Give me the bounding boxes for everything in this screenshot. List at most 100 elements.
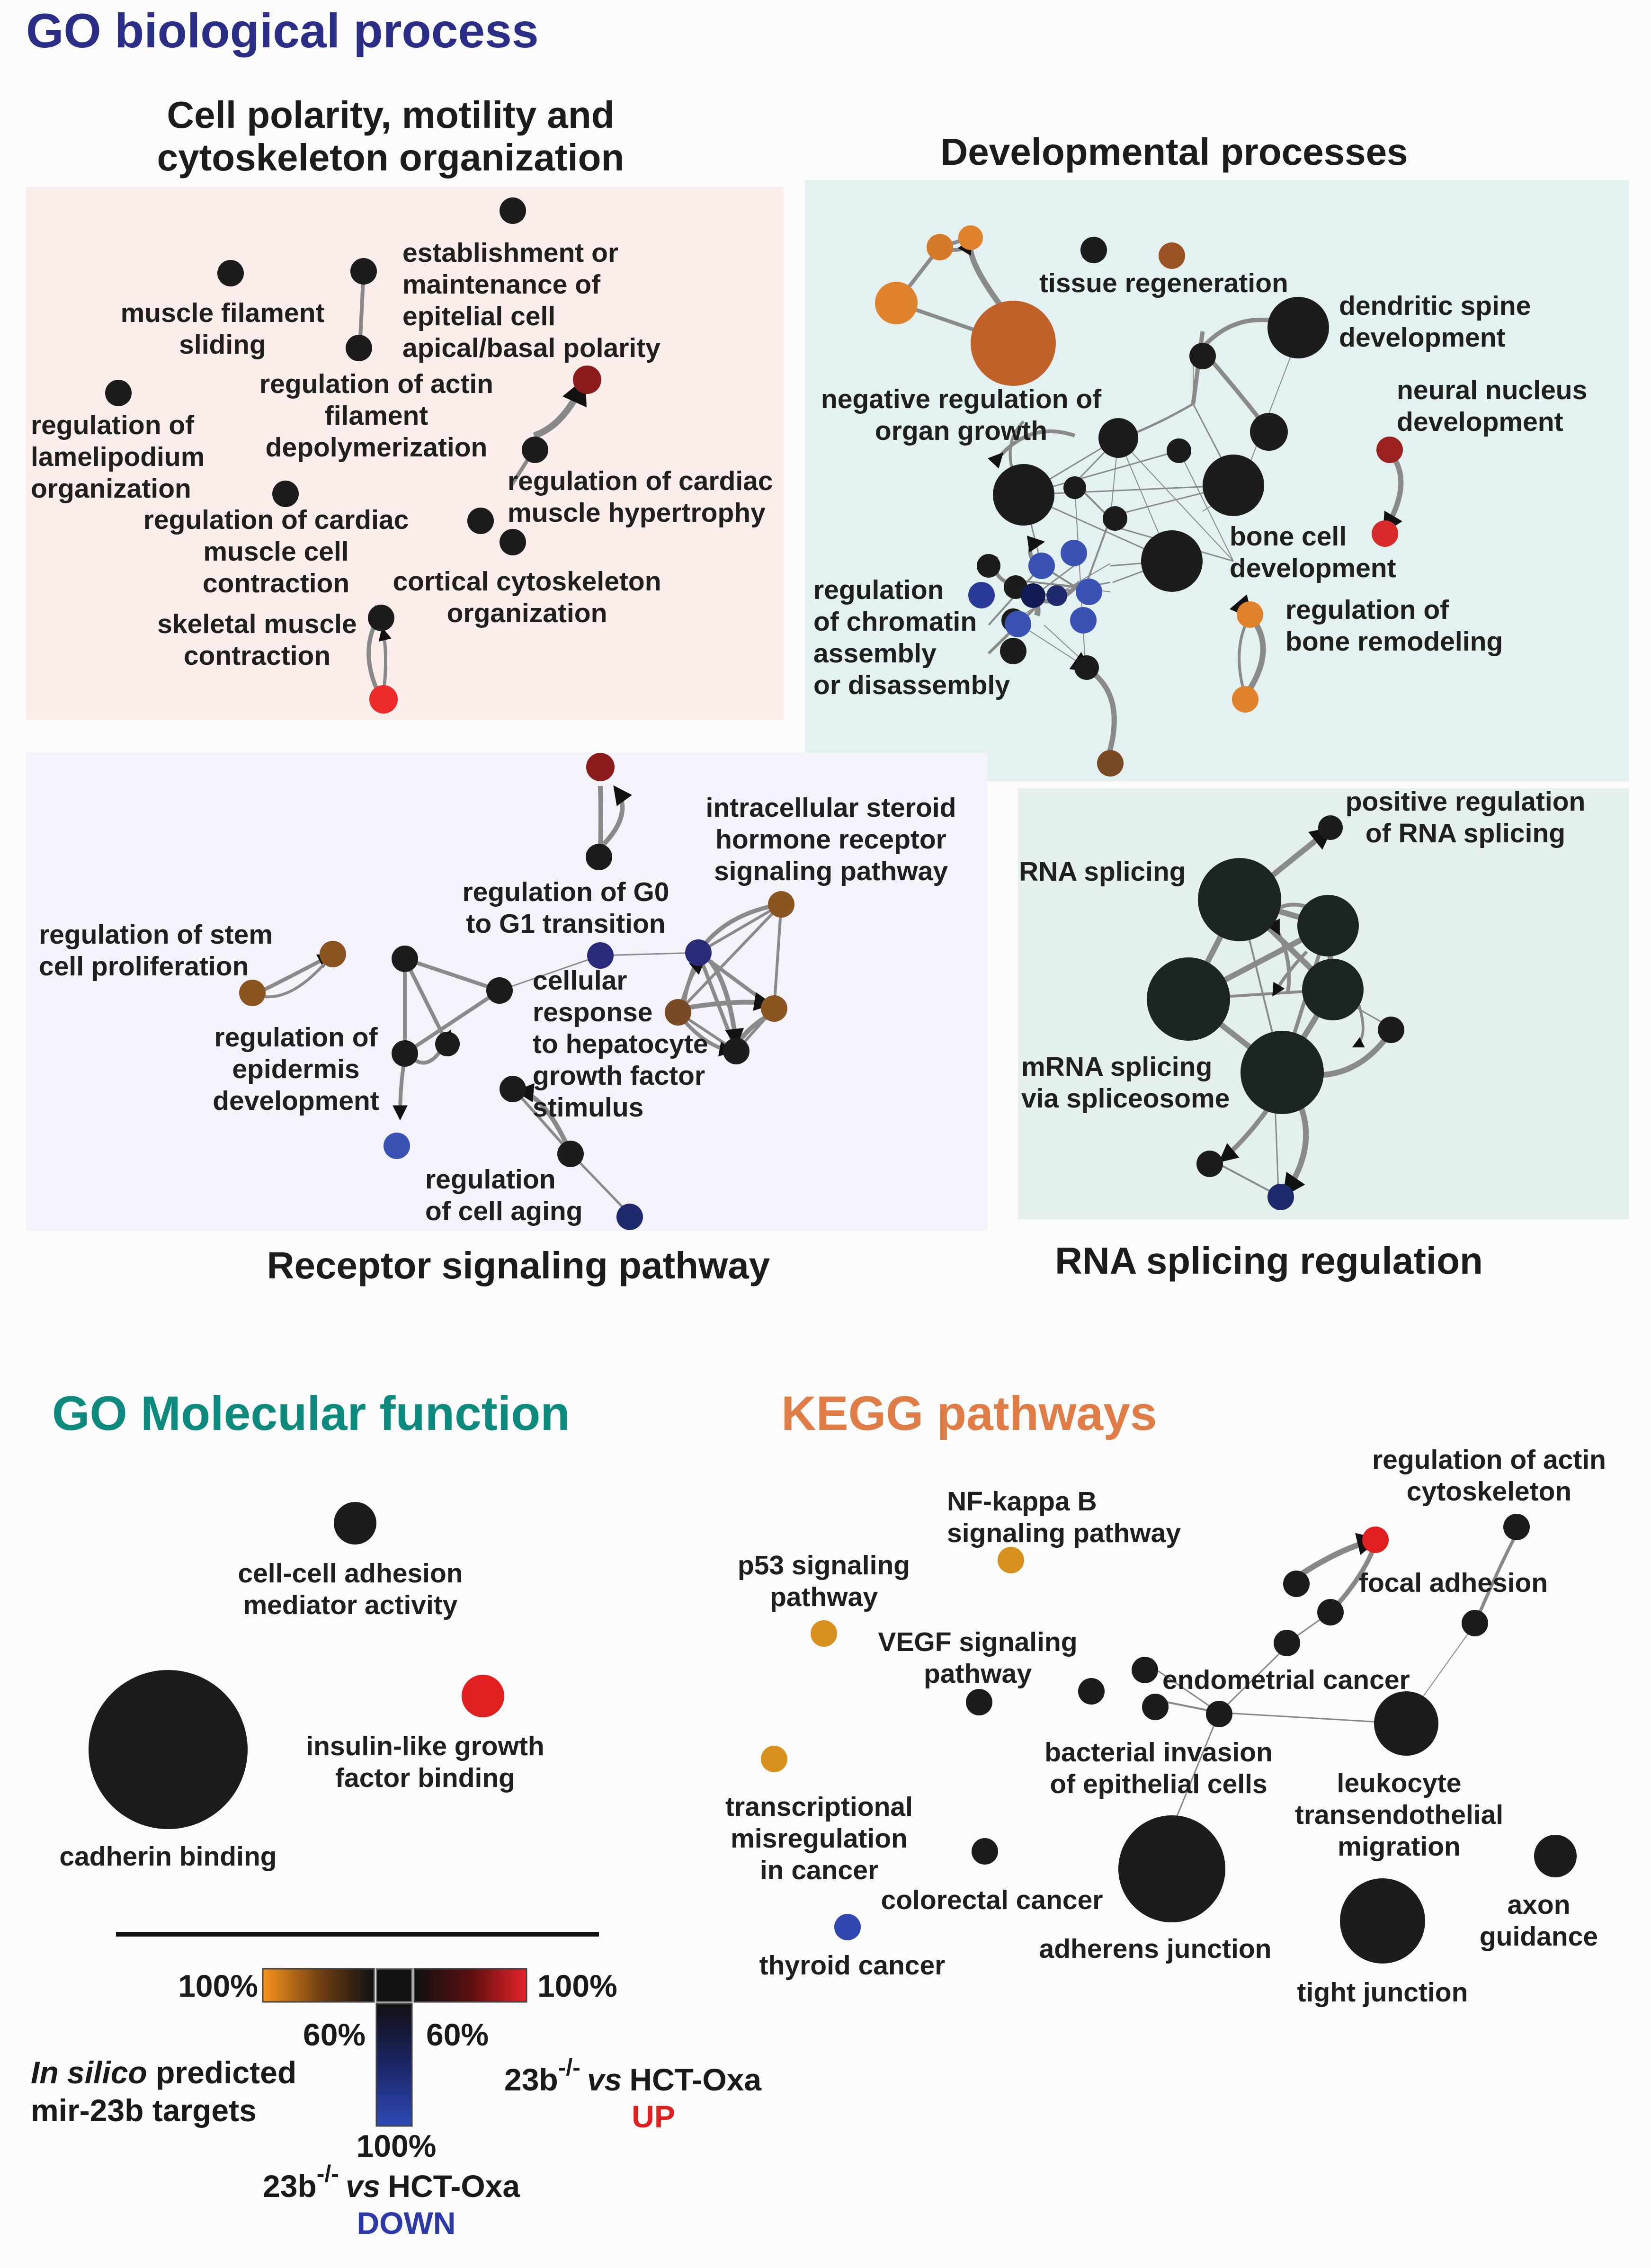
node-chrom-blue-2[interactable] bbox=[1061, 540, 1087, 566]
label-line: negative regulation of bbox=[821, 384, 1102, 414]
node-dendritic-2[interactable] bbox=[1250, 413, 1288, 451]
node-tissue-regen-black[interactable] bbox=[1080, 237, 1107, 263]
node-bone-remodel-2[interactable] bbox=[1232, 686, 1258, 713]
node-chrom-blue-3[interactable] bbox=[1076, 579, 1102, 605]
node-adherens[interactable] bbox=[1118, 1815, 1225, 1922]
node-hepato-navy[interactable] bbox=[685, 939, 712, 966]
node-dev-small-4[interactable] bbox=[1063, 476, 1086, 499]
node-cardiac-contraction[interactable] bbox=[272, 481, 299, 507]
node-endometrial-2[interactable] bbox=[1078, 1678, 1105, 1705]
node-dev-small-2[interactable] bbox=[1167, 438, 1191, 463]
node-hub-1[interactable] bbox=[993, 464, 1054, 526]
node-neural-1[interactable] bbox=[1376, 437, 1403, 463]
node-hepato-brown-2[interactable] bbox=[761, 995, 787, 1022]
legend-orange-60: 60% bbox=[303, 2017, 366, 2052]
node-focal-4[interactable] bbox=[1462, 1610, 1488, 1636]
node-chrom-black-5[interactable] bbox=[1000, 638, 1026, 664]
node-cortical[interactable] bbox=[500, 529, 526, 555]
node-rna-small-2[interactable] bbox=[1196, 1151, 1223, 1177]
node-bacterial[interactable] bbox=[1206, 1701, 1232, 1727]
node-nfkb[interactable] bbox=[998, 1547, 1024, 1573]
node-cardiac-hypertrophy-red[interactable] bbox=[573, 366, 601, 394]
node-g0g1-blue[interactable] bbox=[587, 942, 614, 969]
node-neural-2[interactable] bbox=[1372, 520, 1398, 547]
node-mrna-splicing[interactable] bbox=[1240, 1031, 1324, 1114]
node-cardiac-hypertrophy-2[interactable] bbox=[467, 508, 494, 534]
node-rna-4[interactable] bbox=[1302, 959, 1364, 1020]
node-pos-rna[interactable] bbox=[1318, 815, 1343, 840]
node-endometrial-3[interactable] bbox=[1142, 1694, 1169, 1720]
node-epidermis-2[interactable] bbox=[486, 977, 513, 1004]
node-actin-depoly-a[interactable] bbox=[350, 258, 377, 285]
node-insulin[interactable] bbox=[462, 1675, 504, 1717]
node-g0g1-red[interactable] bbox=[586, 753, 615, 781]
node-dev-small-1[interactable] bbox=[1189, 343, 1216, 369]
node-cell-adhesion[interactable] bbox=[334, 1502, 376, 1545]
node-bone-cell[interactable] bbox=[1141, 530, 1203, 592]
node-endometrial-1[interactable] bbox=[1132, 1657, 1158, 1683]
node-dev-small-3[interactable] bbox=[1103, 506, 1127, 531]
node-muscle-filament[interactable] bbox=[217, 260, 244, 286]
node-cadherin[interactable] bbox=[89, 1670, 248, 1829]
node-actin-cyto[interactable] bbox=[1503, 1514, 1530, 1540]
node-aging-2[interactable] bbox=[557, 1141, 584, 1167]
node-establishment[interactable] bbox=[500, 197, 526, 224]
node-vegf[interactable] bbox=[966, 1689, 992, 1715]
node-rna-2[interactable] bbox=[1297, 895, 1359, 956]
node-aging-navy[interactable] bbox=[616, 1204, 643, 1230]
node-epidermis-1[interactable] bbox=[392, 946, 418, 972]
node-chrom-blue-5[interactable] bbox=[1005, 611, 1031, 637]
label-line: via spliceosome bbox=[1021, 1083, 1230, 1114]
node-focal-2[interactable] bbox=[1317, 1599, 1344, 1625]
node-dev-orange-big[interactable] bbox=[971, 301, 1056, 386]
node-dev-orange-3[interactable] bbox=[958, 225, 983, 250]
node-lamellipodium[interactable] bbox=[105, 380, 132, 406]
node-steroid-brown[interactable] bbox=[768, 891, 794, 918]
node-rna-splicing[interactable] bbox=[1198, 858, 1281, 941]
node-chrom-navy-2[interactable] bbox=[1046, 585, 1067, 606]
node-thyroid[interactable] bbox=[834, 1914, 861, 1940]
node-chrom-brown[interactable] bbox=[1097, 750, 1124, 777]
node-leukocyte[interactable] bbox=[1374, 1691, 1438, 1756]
label-line: muscle hypertrophy bbox=[508, 498, 766, 528]
node-rna-small-1[interactable] bbox=[1378, 1017, 1404, 1043]
node-hepato-black[interactable] bbox=[723, 1038, 750, 1064]
node-chrom-black-1[interactable] bbox=[977, 554, 1000, 578]
node-chrom-blue-6[interactable] bbox=[1070, 607, 1097, 634]
node-focal-1[interactable] bbox=[1283, 1571, 1310, 1597]
node-hepato-brown-1[interactable] bbox=[665, 999, 691, 1026]
node-hub-2[interactable] bbox=[1203, 455, 1264, 516]
node-chrom-blue-4[interactable] bbox=[968, 582, 995, 608]
node-bone-remodel-1[interactable] bbox=[1237, 601, 1263, 628]
node-chrom-navy-1[interactable] bbox=[1021, 583, 1045, 608]
node-axon[interactable] bbox=[1534, 1835, 1577, 1877]
node-rna-3[interactable] bbox=[1147, 957, 1230, 1041]
node-stem-brown-2[interactable] bbox=[239, 980, 266, 1006]
node-kegg-red[interactable] bbox=[1362, 1527, 1389, 1553]
node-colorectal[interactable] bbox=[972, 1838, 998, 1865]
node-stem-brown-1[interactable] bbox=[320, 941, 346, 967]
label-line: response bbox=[533, 997, 652, 1027]
node-dev-orange-2[interactable] bbox=[927, 234, 953, 260]
node-aging-1[interactable] bbox=[500, 1076, 526, 1102]
node-cardiac-hypertrophy[interactable] bbox=[522, 437, 548, 463]
node-transcriptional[interactable] bbox=[761, 1746, 787, 1772]
node-epidermis-3[interactable] bbox=[392, 1040, 418, 1067]
node-dendritic[interactable] bbox=[1267, 297, 1329, 358]
node-p53[interactable] bbox=[811, 1620, 837, 1647]
node-neg-organ-growth[interactable] bbox=[1098, 418, 1138, 458]
node-actin-depoly-b[interactable] bbox=[346, 335, 372, 361]
node-dev-orange-1[interactable] bbox=[875, 282, 918, 324]
node-chrom-blue-1[interactable] bbox=[1028, 553, 1055, 579]
node-focal-3[interactable] bbox=[1274, 1630, 1300, 1656]
label-line: intracellular steroid bbox=[705, 793, 956, 823]
node-tissue-regen-brown[interactable] bbox=[1159, 242, 1185, 269]
node-tight[interactable] bbox=[1340, 1878, 1425, 1964]
node-g0g1-black[interactable] bbox=[586, 844, 612, 870]
node-epidermis-blue[interactable] bbox=[384, 1133, 410, 1159]
node-epidermis-4[interactable] bbox=[435, 1032, 460, 1056]
node-chrom-black-4[interactable] bbox=[1074, 655, 1099, 680]
node-skeletal-red[interactable] bbox=[369, 685, 398, 714]
node-rna-navy[interactable] bbox=[1267, 1184, 1294, 1210]
node-skeletal[interactable] bbox=[368, 605, 394, 631]
